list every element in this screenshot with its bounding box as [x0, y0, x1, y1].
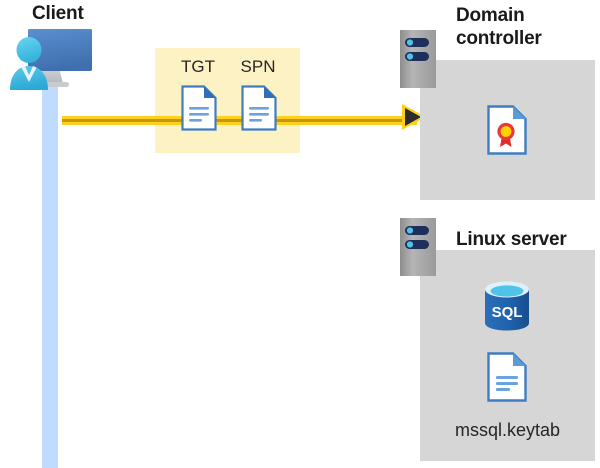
domain-controller-server-icon: [400, 30, 436, 88]
domain-controller-title: Domain controller: [456, 4, 596, 50]
spn-document-icon: [241, 85, 277, 131]
request-arrow-line: [62, 112, 417, 125]
linux-server-chassis-icon: [400, 218, 436, 276]
certificate-document-icon: [487, 105, 527, 155]
keytab-file-label: mssql.keytab: [454, 420, 561, 440]
token-label-tgt: TGT: [181, 57, 215, 76]
sql-database-icon: SQL: [482, 280, 532, 332]
token-label-spn: SPN: [240, 57, 276, 76]
svg-text:SQL: SQL: [492, 304, 523, 321]
client-workstation-icon: [8, 26, 94, 92]
client-label: Client: [32, 3, 84, 24]
linux-server-title: Linux server: [456, 229, 567, 250]
domain-controller-title-line2: controller: [456, 28, 542, 49]
tgt-document-icon: [181, 85, 217, 131]
domain-controller-title-line1: Domain: [456, 5, 525, 26]
keytab-document-icon: [487, 352, 527, 402]
client-lifeline-bar: [42, 62, 58, 468]
request-arrow-head: [402, 104, 426, 130]
